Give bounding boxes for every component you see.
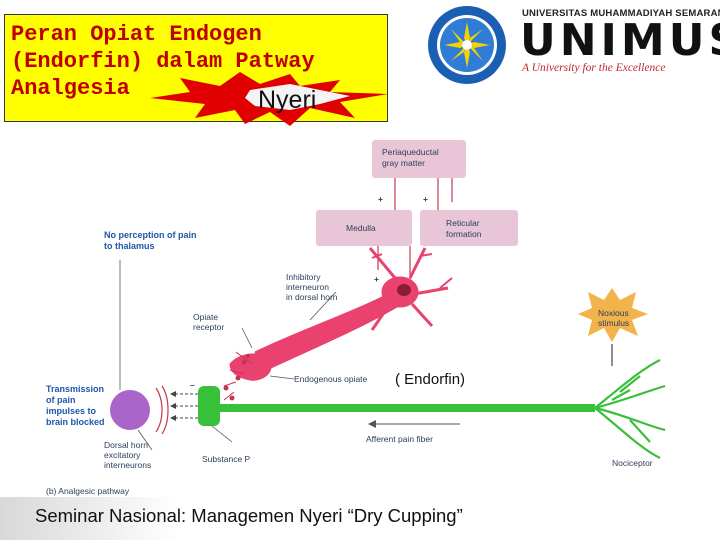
pain-label: Nyeri <box>258 86 317 114</box>
university-acronym: UNIMUS <box>520 15 720 66</box>
periaqueductal-box <box>372 140 466 178</box>
periaqueductal-label: Periaqueductal <box>382 147 439 157</box>
footer-bar <box>0 497 720 540</box>
plus-sign-2: + <box>423 194 428 204</box>
diagram-caption: (b) Analgesic pathway <box>46 486 130 496</box>
transmission-label-2: of pain <box>46 395 76 405</box>
transmission-label-3: impulses to <box>46 406 97 416</box>
analgesic-pathway-diagram: Periaqueductal gray matter Medulla Retic… <box>46 140 666 496</box>
plus-sign-3: + <box>374 274 379 284</box>
endorfin-annotation: ( Endorfin) <box>395 371 466 388</box>
medulla-box <box>316 210 412 246</box>
dorsal-horn-cell <box>110 390 150 430</box>
reticular-label: Reticular <box>446 218 480 228</box>
university-tagline: A University for the Excellence <box>522 62 666 74</box>
substance-p-label: Substance P <box>202 454 251 464</box>
no-perception-label-2: to thalamus <box>104 241 155 251</box>
university-seal-logo <box>428 6 506 84</box>
plus-sign-1: + <box>378 194 383 204</box>
afferent-label: Afferent pain fiber <box>366 434 433 444</box>
dorsal-horn-label-2: excitatory <box>104 450 141 460</box>
no-perception-label: No perception of pain <box>104 230 197 240</box>
slide-title-box: Peran Opiat Endogen (Endorfin) dalam Pat… <box>4 14 388 122</box>
opiate-receptor-label-2: receptor <box>193 322 224 332</box>
endogenous-opiate-label: Endogenous opiate <box>294 374 368 384</box>
slide-title: Peran Opiat Endogen (Endorfin) dalam Pat… <box>11 22 315 101</box>
inhibitory-label-2: interneuron <box>286 282 329 292</box>
periaqueductal-label-2: gray matter <box>382 158 425 168</box>
transmission-label-4: brain blocked <box>46 417 105 427</box>
minus-sign: – <box>190 380 195 390</box>
inhibitory-interneuron <box>229 247 453 381</box>
endogenous-opiate-dots <box>223 354 250 401</box>
noxious-label: Noxious <box>598 308 629 318</box>
medulla-label: Medulla <box>346 223 376 233</box>
university-name: UNIVERSITAS MUHAMMADIYAH SEMARANG <box>522 8 720 19</box>
afferent-fiber <box>205 404 595 412</box>
nociceptor-label: Nociceptor <box>612 458 653 468</box>
footer-text: Seminar Nasional: Managemen Nyeri “Dry C… <box>35 505 463 526</box>
inhibitory-label: Inhibitory <box>286 272 321 282</box>
transmission-label: Transmission <box>46 384 104 394</box>
noxious-label-2: stimulus <box>598 318 629 328</box>
inhibitory-label-3: in dorsal horn <box>286 292 338 302</box>
reticular-label-2: formation <box>446 229 482 239</box>
nociceptor-branches <box>594 359 666 459</box>
reticular-box <box>420 210 518 246</box>
dorsal-horn-label: Dorsal horn <box>104 440 148 450</box>
dorsal-horn-label-3: interneurons <box>104 460 151 470</box>
opiate-receptor-label: Opiate <box>193 312 218 322</box>
noxious-stimulus-burst <box>578 288 648 342</box>
pain-burst-shape <box>150 72 388 126</box>
